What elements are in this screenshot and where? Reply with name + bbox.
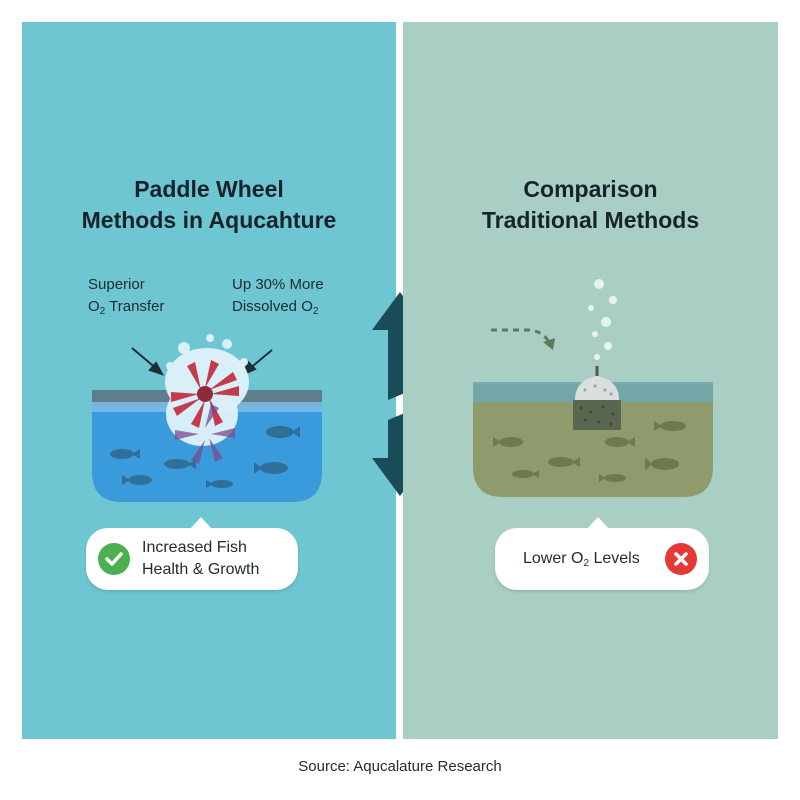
result-bubble-positive: Increased Fish Health & Growth bbox=[86, 517, 298, 590]
source-caption: Source: Aqucalature Research bbox=[298, 758, 502, 775]
traditional-pond-illustration bbox=[473, 279, 713, 497]
pond-water-murky bbox=[473, 384, 713, 497]
diffuser-aerator-icon bbox=[573, 366, 621, 430]
result-text-negative: Lower O2 Levels bbox=[523, 550, 640, 569]
result-text-positive: Increased Fish Health & Growth bbox=[142, 539, 260, 578]
x-circle-icon bbox=[665, 543, 697, 575]
check-circle-icon bbox=[98, 543, 130, 575]
callout-arrow-left-icon bbox=[131, 347, 165, 376]
fish-icons bbox=[493, 421, 686, 482]
result-bubble-negative: Lower O2 Levels bbox=[495, 517, 709, 590]
pond-water bbox=[92, 394, 322, 502]
callout-dissolved-o2: Up 30% More Dissolved O2 bbox=[232, 276, 324, 317]
right-panel: Comparison Traditional Methods bbox=[403, 22, 778, 739]
paddle-wheel-pond-illustration bbox=[92, 334, 322, 502]
left-panel: Paddle Wheel Methods in Aqucahture Super… bbox=[22, 22, 396, 739]
callout-o2-transfer: Superior O2 Transfer bbox=[88, 276, 165, 317]
callout-arrow-right-icon bbox=[242, 349, 273, 376]
right-panel-title: Comparison Traditional Methods bbox=[481, 176, 700, 233]
air-bubbles-icon bbox=[588, 279, 617, 360]
fish-icons bbox=[110, 426, 300, 488]
left-panel-title: Paddle Wheel Methods in Aqucahture bbox=[81, 176, 337, 233]
dashed-arrow-icon bbox=[491, 328, 551, 343]
